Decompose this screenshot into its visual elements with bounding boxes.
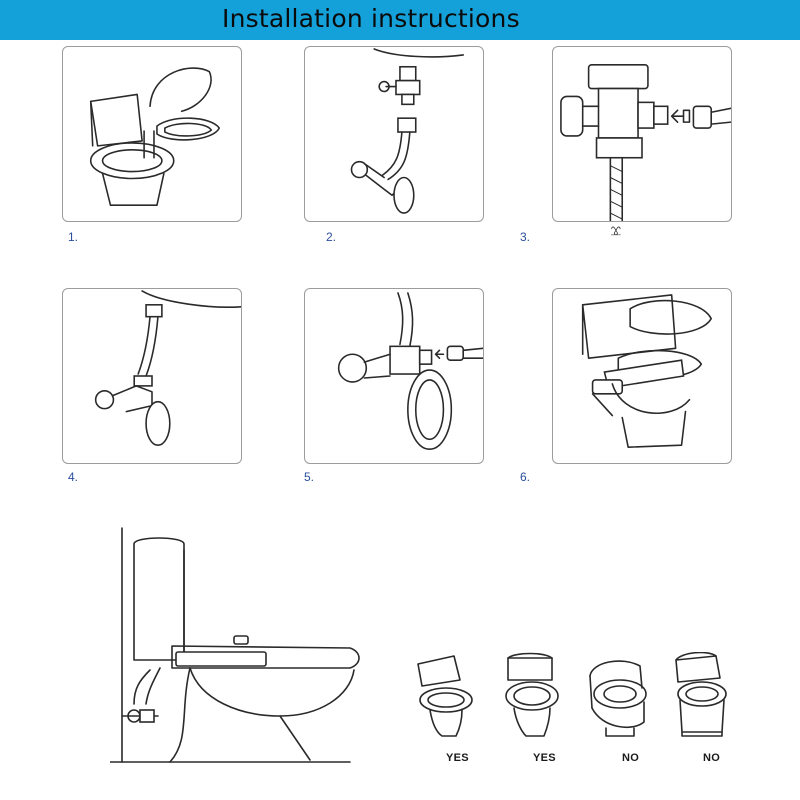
tee-inlet-icon <box>560 64 731 221</box>
supply-line-icon <box>337 292 483 450</box>
side-view-illustration <box>109 520 370 770</box>
compat-label-3: NO <box>622 752 640 764</box>
compat-label-4: NO <box>703 752 721 764</box>
two-piece-toilet-icon <box>417 655 473 737</box>
tee-valve-icon <box>350 48 464 214</box>
toilet-side-view-icon <box>109 527 360 763</box>
step-4-label: 4. <box>68 470 79 484</box>
page-title: Installation instructions <box>222 4 520 33</box>
step-1-panel <box>62 46 242 222</box>
compat-label-2: YES <box>533 752 556 764</box>
step-3-panel <box>552 46 732 222</box>
compat-toilet-3 <box>582 652 652 738</box>
step-6-label: 6. <box>520 470 531 484</box>
one-piece-toilet-icon <box>589 660 647 737</box>
step-3-label: 3. <box>520 230 531 244</box>
step-2-panel <box>304 46 484 222</box>
compat-toilet-1 <box>412 652 476 738</box>
header-bar: Installation instructions <box>0 0 800 40</box>
hose-end-glyph: Ɤ <box>611 224 621 238</box>
step-2-label: 2. <box>326 230 337 244</box>
compat-toilet-4 <box>668 651 732 738</box>
step-6-panel <box>552 288 732 464</box>
compat-toilet-2 <box>500 652 564 738</box>
skirted-toilet-icon <box>675 651 727 737</box>
step-4-panel <box>62 288 242 464</box>
angle-valve-icon <box>94 290 241 446</box>
step-5-label: 5. <box>304 470 315 484</box>
toilet-seat-icon <box>89 67 221 206</box>
step-5-panel <box>304 288 484 464</box>
elongated-toilet-icon <box>505 652 559 737</box>
mounted-bidet-icon <box>581 294 712 448</box>
compat-label-1: YES <box>446 752 469 764</box>
step-1-label: 1. <box>68 230 79 244</box>
